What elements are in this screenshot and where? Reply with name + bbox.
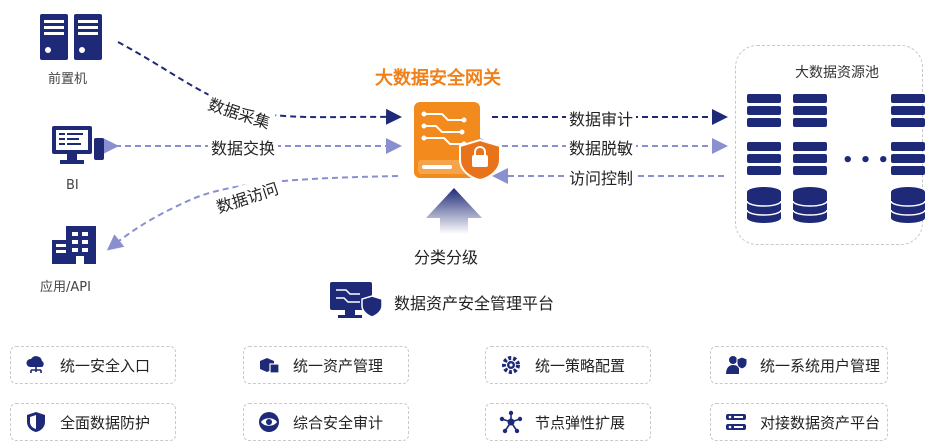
server-stack-icon [747,94,925,175]
feature-label: 统一策略配置 [535,356,626,375]
database-icon [746,187,925,223]
user-shield-icon [726,356,748,374]
connect-icon [726,414,746,430]
gateway-device-icon [414,102,501,182]
feature-label: 全面数据防护 [60,413,151,432]
feature-comprehensive-audit: 综合安全审计 [243,403,409,441]
feature-full-protection: 全面数据防护 [10,403,176,441]
feature-unified-assets: 统一资产管理 [243,346,409,384]
feature-connect-platform: 对接数据资产平台 [710,403,888,441]
feature-elastic-nodes: 节点弹性扩展 [485,403,651,441]
mask-flow-label: 数据脱敏 [566,135,637,159]
platform-monitor-icon [330,282,383,318]
feature-unified-entry: 统一安全入口 [10,346,176,384]
app-api-label: 应用/API [40,280,91,295]
platform-title: 数据资产安全管理平台 [394,294,555,313]
feature-unified-policy: 统一策略配置 [485,346,651,384]
feature-label: 对接数据资产平台 [760,413,881,432]
shield-icon [27,412,45,432]
gateway-title: 大数据安全网关 [375,68,501,89]
resource-pool-servers [746,94,925,223]
feature-label: 统一系统用户管理 [760,356,881,375]
building-icon [52,226,96,264]
classify-label: 分类分级 [414,248,479,267]
eye-icon [259,412,279,432]
gear-icon [502,356,520,374]
feature-label: 统一安全入口 [60,356,151,375]
nodes-icon [499,410,523,434]
front-machine-label: 前置机 [48,72,88,87]
bi-label: BI [66,178,79,193]
feature-unified-users: 统一系统用户管理 [710,346,888,384]
access-control-flow-label: 访问控制 [566,165,637,189]
feature-label: 综合安全审计 [293,413,384,432]
feature-label: 节点弹性扩展 [535,413,626,432]
server-icon [40,14,102,60]
exchange-flow-label: 数据交换 [208,135,279,159]
classify-arrow-icon [426,188,482,234]
access-line [106,175,399,251]
collect-line [117,41,402,125]
pool-ellipsis: • • • [842,150,890,171]
resource-pool-title: 大数据资源池 [795,65,879,81]
cloud-network-icon [26,356,44,373]
bi-workstation-icon [52,126,104,164]
audit-flow-label: 数据审计 [566,106,637,130]
feature-label: 统一资产管理 [293,356,384,375]
boxes-icon [260,358,280,374]
